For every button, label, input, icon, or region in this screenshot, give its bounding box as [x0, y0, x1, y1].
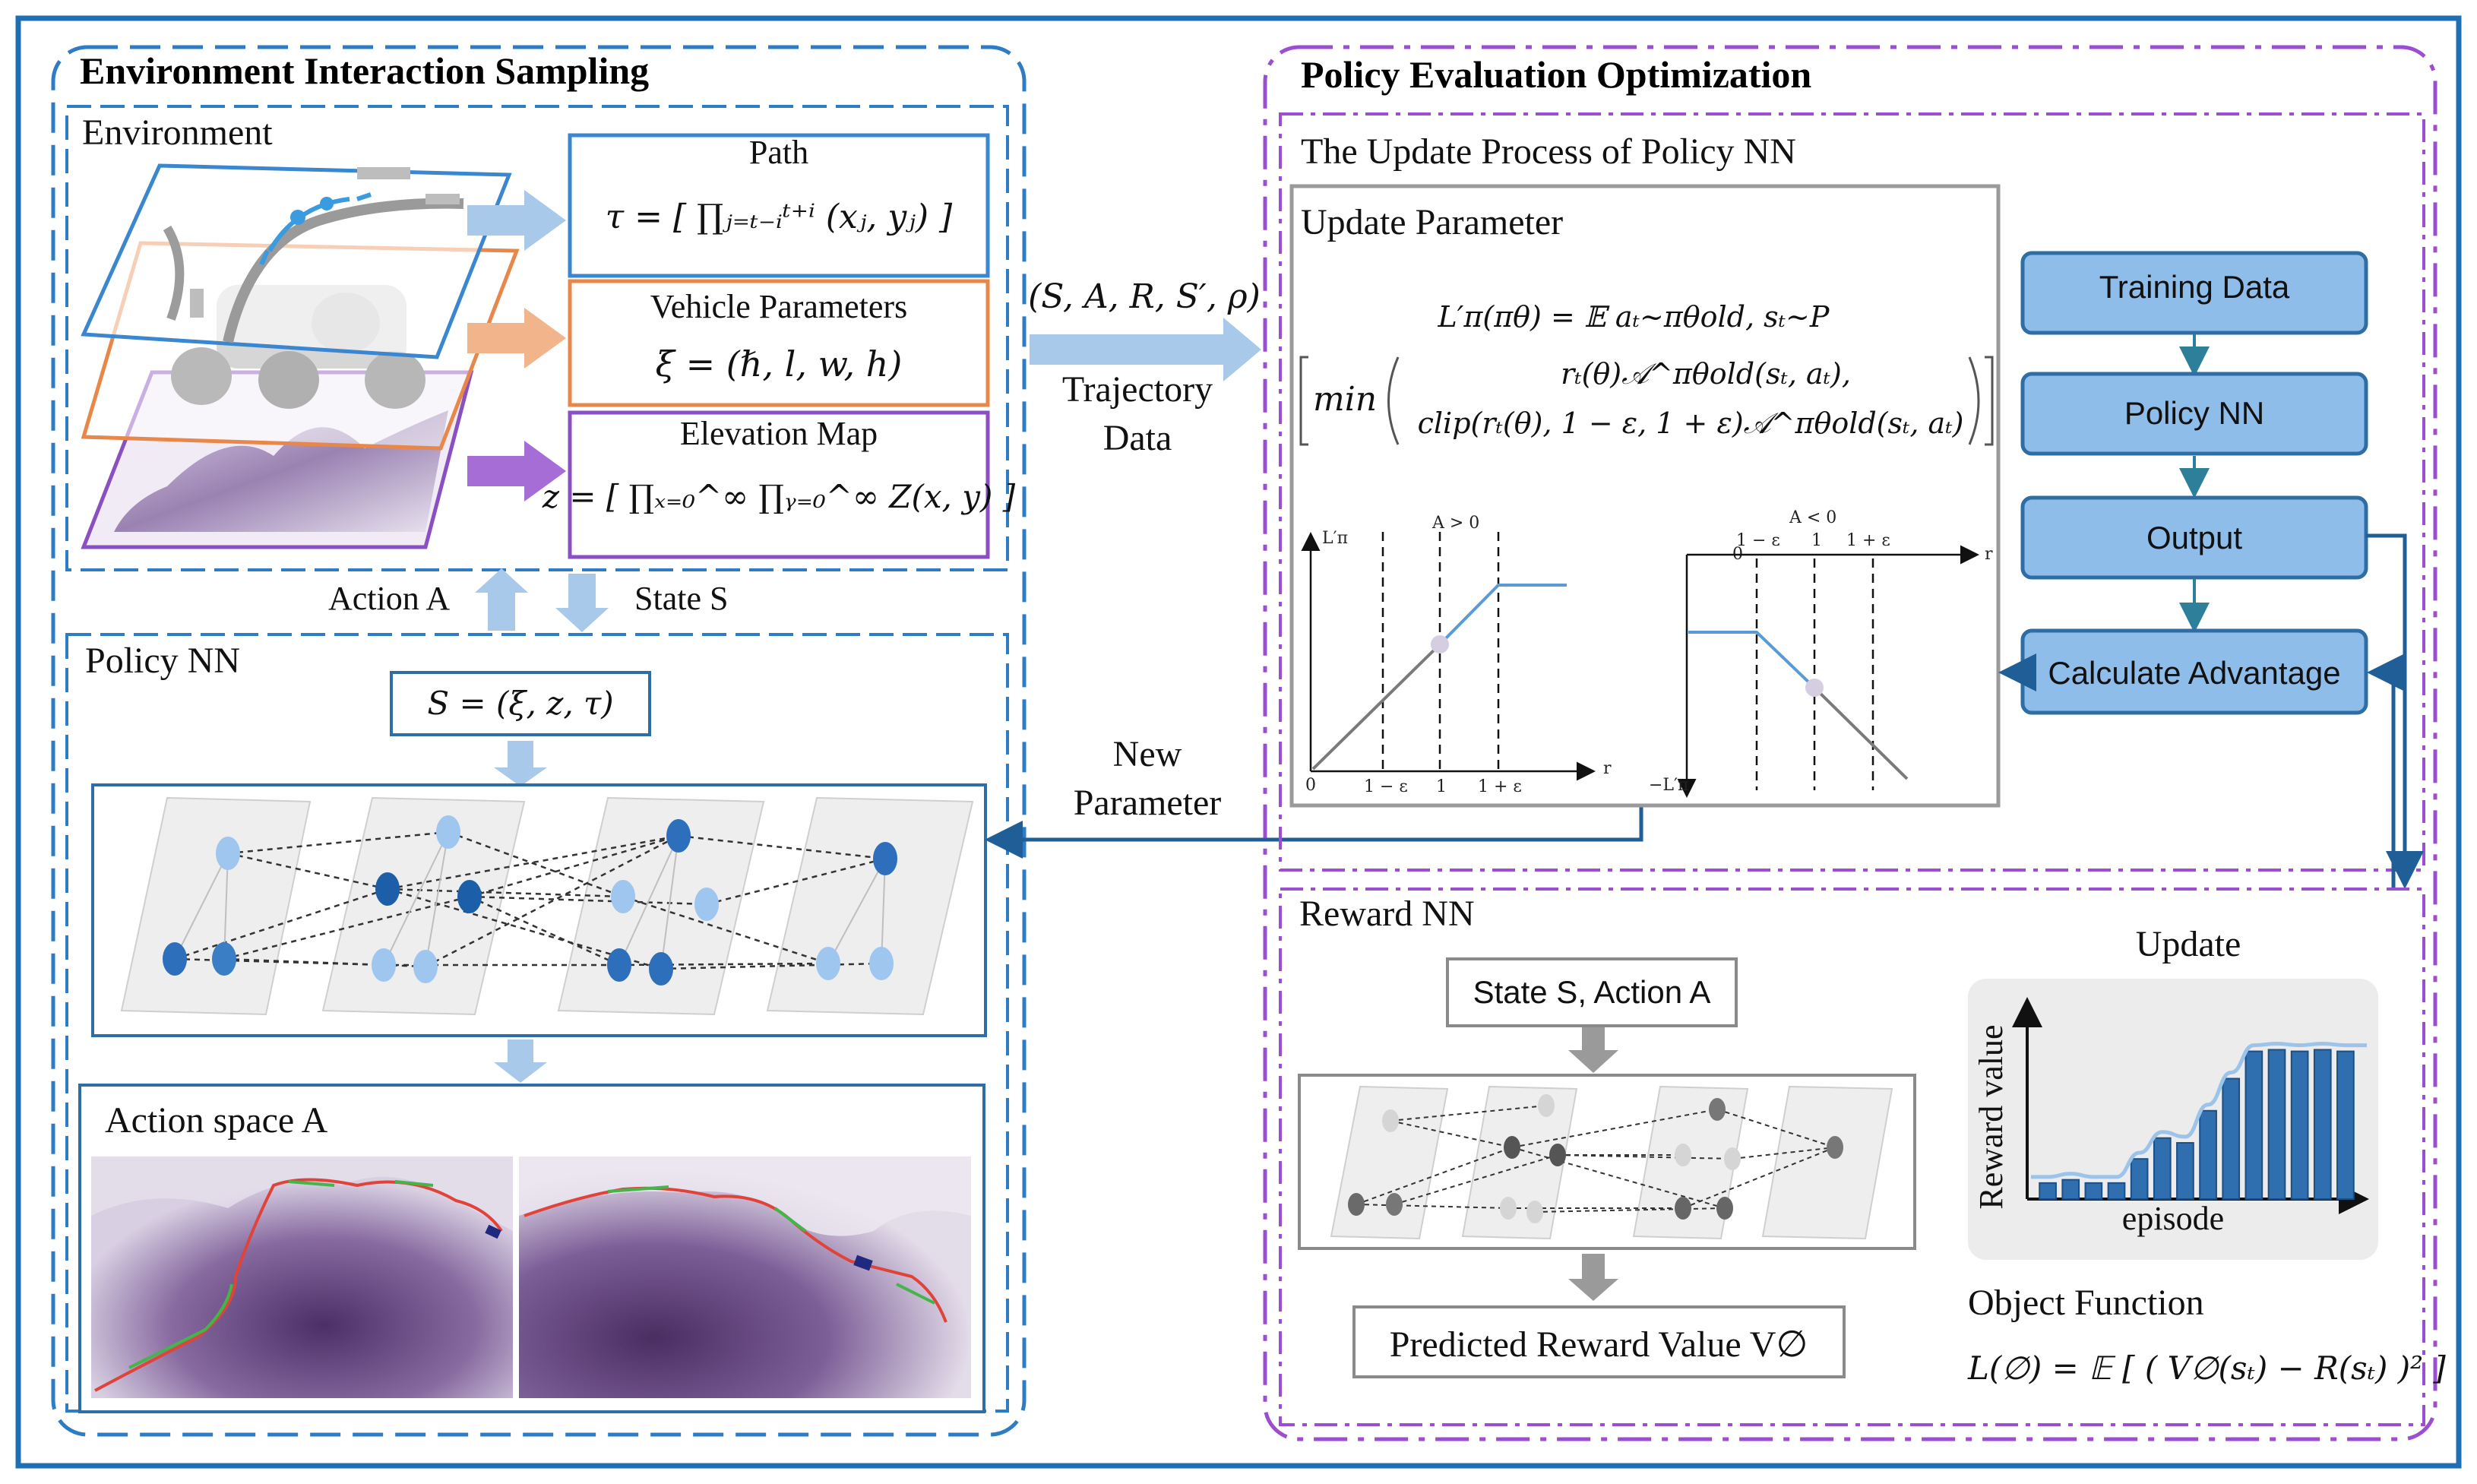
nn-to-action-arrow — [494, 1039, 547, 1083]
flow-calculate-advantage: Calculate Advantage — [2048, 655, 2340, 691]
flow-output: Output — [2146, 520, 2242, 555]
new-parameter-label-2: Parameter — [1074, 783, 1222, 823]
middle-connectors: (S, A, R, S′, ρ) Trajectory Data New Par… — [985, 277, 1643, 859]
reward-chart — [2012, 997, 2369, 1214]
vehicle-layer-arrow — [467, 308, 566, 369]
chart-bar — [2290, 1050, 2309, 1200]
state-label: State S — [634, 580, 728, 617]
object-function-label: Object Function — [1968, 1283, 2204, 1323]
chart-bar — [2176, 1142, 2194, 1200]
chart-bar — [2199, 1109, 2217, 1200]
chart-bar — [2267, 1049, 2286, 1200]
elevation-formula: z = [ ∏ₓ₌₀^∞ ∏ᵧ₌₀^∞ Z(x, y) ] — [542, 478, 1016, 515]
chart-bar — [2107, 1182, 2126, 1200]
chart-ylabel: Reward value — [1972, 1024, 2010, 1209]
trajectory-arrow — [1030, 318, 1261, 381]
elevation-layer-arrow — [467, 441, 566, 502]
chart-bar — [2061, 1179, 2080, 1200]
object-function: L(∅) = 𝔼 [ ( V∅(sₜ) − R(sₜ) )² ] — [1967, 1350, 2446, 1387]
loss-equation-line2: rₜ(θ)𝒜^πθold(sₜ, aₜ), — [1561, 357, 1851, 391]
plot-left-tick-1: 1 − ε — [1364, 777, 1408, 796]
clip-plot-negative: A < 0 0 r −L′π 1 − ε 1 1 + ε — [1649, 508, 1993, 798]
reward-output: Predicted Reward Value V∅ — [1390, 1324, 1808, 1365]
update-label: Update — [2136, 924, 2241, 964]
reward-input-arrow — [1568, 1027, 1618, 1073]
update-parameter-label: Update Parameter — [1301, 202, 1563, 242]
chart-bar — [2130, 1158, 2149, 1201]
reward-nn-label: Reward NN — [1299, 894, 1475, 934]
loss-min: min — [1313, 380, 1377, 419]
plot-left-condition: A > 0 — [1431, 514, 1479, 533]
state-arrow — [555, 574, 609, 632]
terrain-image-left — [91, 1157, 513, 1398]
chart-bar — [2222, 1077, 2241, 1200]
flow-training-data: Training Data — [2099, 269, 2290, 305]
environment-sampling-panel: Environment Interaction Sampling Environ… — [51, 45, 1027, 1437]
new-parameter-arrow — [985, 807, 1643, 859]
chart-bar — [2244, 1050, 2263, 1200]
plot-left-tick-3: 1 + ε — [1478, 777, 1522, 796]
plot-left-origin: 0 — [1305, 776, 1316, 795]
plot-right-tick-2: 1 — [1811, 531, 1822, 550]
plot-left-tick-2: 1 — [1436, 777, 1447, 796]
path-title: Path — [749, 134, 808, 171]
vehicle-formula: ξ = (ℏ, l, w, h) — [656, 343, 903, 384]
path-box: Path τ = [ ∏ⱼ₌ₜ₋ᵢᵗ⁺ⁱ (xⱼ, yⱼ) ] — [568, 133, 990, 278]
new-parameter-label-1: New — [1113, 734, 1182, 774]
chart-bar — [2153, 1137, 2172, 1200]
state-to-nn-arrow — [494, 741, 547, 786]
loss-equation-line3: clip(rₜ(θ), 1 − ε, 1 + ε)𝒜^πθold(sₜ, aₜ) — [1418, 407, 1964, 440]
plot-right-tick-1: 1 − ε — [1736, 531, 1780, 550]
trajectory-label-2: Data — [1103, 418, 1172, 458]
elevation-box: Elevation Map z = [ ∏ₓ₌₀^∞ ∏ᵧ₌₀^∞ Z(x, y… — [542, 410, 1016, 559]
policy-network-diagram — [91, 783, 987, 1037]
chart-bar — [2313, 1049, 2332, 1200]
path-formula: τ = [ ∏ⱼ₌ₜ₋ᵢᵗ⁺ⁱ (xⱼ, yⱼ) ] — [606, 198, 953, 236]
plot-right-condition: A < 0 — [1789, 508, 1836, 527]
reward-output-arrow — [1568, 1254, 1618, 1301]
action-arrow — [475, 568, 528, 631]
policy-nn-label: Policy NN — [85, 641, 240, 681]
plot-right-tick-3: 1 + ε — [1846, 531, 1890, 550]
action-space-label: Action space A — [105, 1100, 328, 1141]
trajectory-label-1: Trajectory — [1062, 369, 1213, 410]
path-layer — [81, 163, 512, 359]
chart-bar — [2084, 1182, 2103, 1200]
vehicle-title: Vehicle Parameters — [650, 288, 907, 325]
state-formula: S = (ξ, z, τ) — [427, 685, 613, 722]
action-label: Action A — [328, 580, 450, 617]
clip-plot-positive: A > 0 L′π 0 r 1 − ε 1 1 + ε — [1301, 514, 1612, 796]
vehicle-box: Vehicle Parameters ξ = (ℏ, l, w, h) — [568, 279, 990, 407]
flow-policy-nn: Policy NN — [2124, 395, 2264, 431]
plot-left-ylabel: L′π — [1322, 529, 1348, 548]
terrain-image-right — [519, 1157, 971, 1398]
chart-trend-line — [2031, 1041, 2367, 1179]
chart-xlabel: episode — [2122, 1200, 2224, 1237]
plot-right-ylabel: −L′π — [1649, 776, 1689, 795]
left-panel-title: Environment Interaction Sampling — [80, 49, 649, 92]
plot-left-xlabel: r — [1603, 759, 1612, 778]
chart-bar — [2336, 1050, 2355, 1200]
environment-label: Environment — [82, 112, 273, 153]
reward-network-diagram — [1298, 1074, 1916, 1250]
plot-right-xlabel: r — [1985, 545, 1993, 564]
right-panel-title: Policy Evaluation Optimization — [1301, 53, 1811, 96]
update-process-label: The Update Process of Policy NN — [1301, 131, 1796, 172]
reward-input: State S, Action A — [1473, 974, 1711, 1010]
training-flow: Training Data Policy NN Output Calculate… — [1998, 251, 2424, 889]
policy-evaluation-panel: Policy Evaluation Optimization The Updat… — [1263, 45, 2446, 1441]
trajectory-tuple: (S, A, R, S′, ρ) — [1028, 277, 1261, 316]
chart-bar — [2039, 1182, 2057, 1200]
loss-equation-line1: L′π(πθ) = 𝔼 aₜ~πθold, sₜ~P — [1438, 300, 1830, 334]
elevation-title: Elevation Map — [680, 415, 878, 452]
outer-frame — [15, 15, 2462, 1469]
path-layer-arrow — [467, 190, 566, 251]
